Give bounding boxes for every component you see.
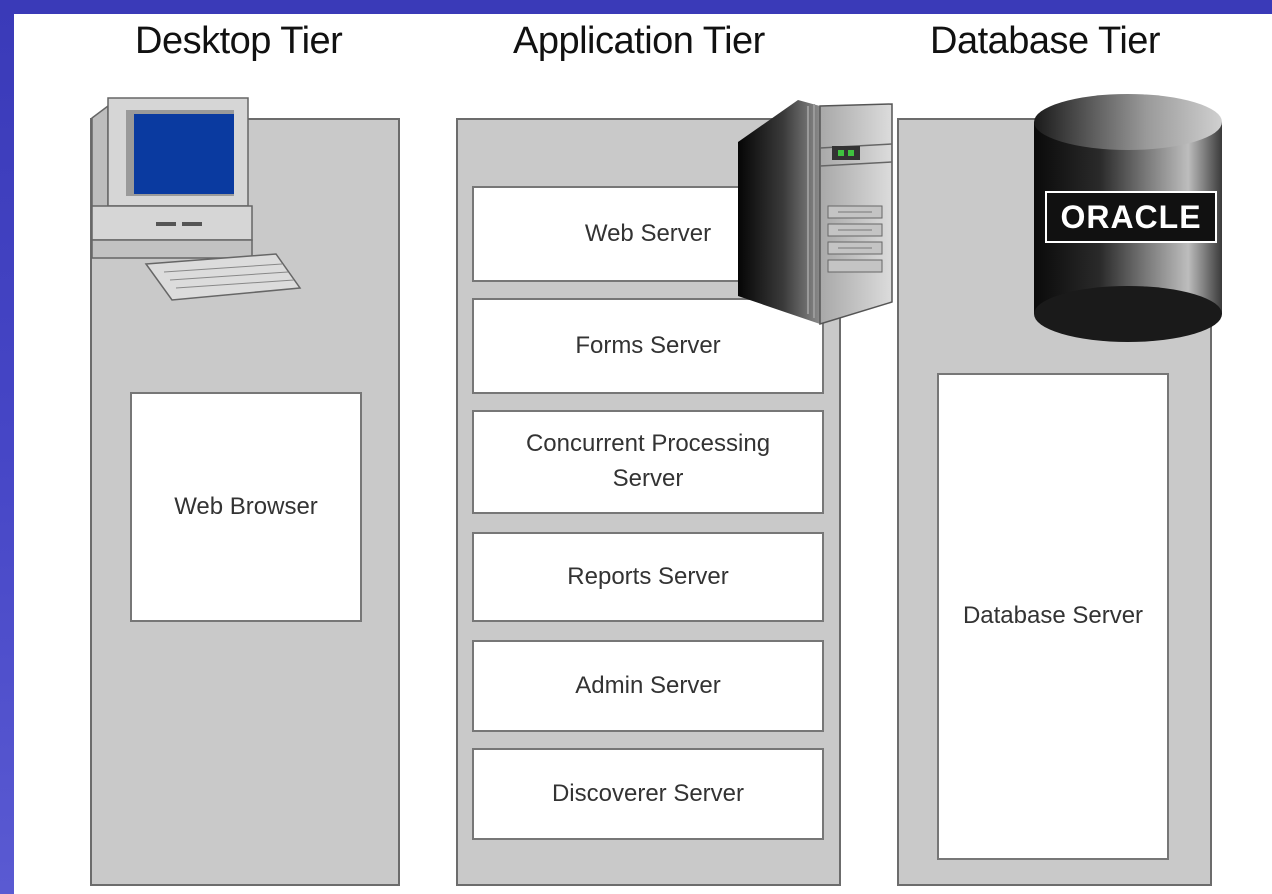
web-browser-label: Web Browser [174, 492, 318, 520]
discoverer-server-box: Discoverer Server [472, 748, 824, 840]
web-server-label: Web Server [584, 219, 712, 247]
database-tier-title: Database Tier [930, 20, 1161, 62]
reports-server-label: Reports Server [567, 562, 729, 590]
concurrent-processing-server-box: Concurrent Processing Server [472, 410, 824, 514]
database-server-label: Database Server [962, 602, 1144, 630]
database-server-box: Database Server [937, 373, 1169, 860]
forms-server-box: Forms Server [472, 298, 824, 394]
admin-server-label: Admin Server [575, 671, 721, 699]
database-cylinder-icon: ORACLE [1034, 94, 1222, 342]
reports-server-box: Reports Server [472, 532, 824, 622]
application-tier-title: Application Tier [513, 20, 765, 62]
desktop-computer-icon [91, 97, 302, 301]
oracle-logo-text: ORACLE [1060, 199, 1201, 235]
concurrent-processing-server-label: Concurrent Processing Server [525, 430, 771, 492]
server-tower-icon [738, 100, 893, 326]
desktop-tier-title: Desktop Tier [135, 20, 343, 62]
admin-server-box: Admin Server [472, 640, 824, 732]
discoverer-server-label: Discoverer Server [551, 779, 745, 807]
web-browser-box: Web Browser [130, 392, 362, 622]
forms-server-label: Forms Server [575, 331, 721, 359]
